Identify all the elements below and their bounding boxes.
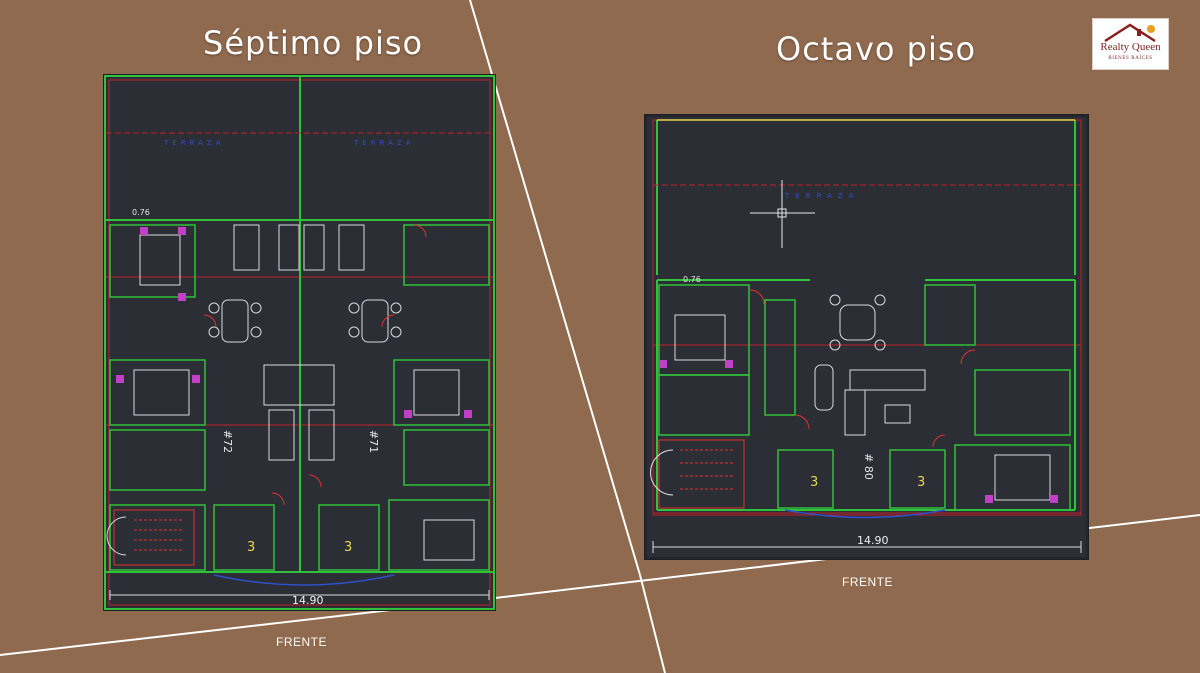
floor-plan-octavo: TERRAZA (645, 115, 1088, 559)
svg-text:TERRAZA: TERRAZA (163, 139, 225, 147)
title-octavo-piso: Octavo piso (776, 30, 977, 68)
dim-width-right: 14.90 (857, 534, 889, 547)
stair-label-b: 3 (917, 475, 926, 490)
caption-frente-right: FRENTE (842, 575, 893, 589)
dim-small-right: 0.76 (683, 275, 701, 284)
stair-label-b: 3 (344, 540, 353, 555)
unit-72-label: #72 (221, 429, 235, 454)
stair-label-a: 3 (810, 475, 819, 490)
dim-width-left: 14.90 (292, 594, 324, 607)
floor-plan-septimo: TERRAZA TERRAZA (104, 75, 495, 610)
house-roof-icon (1104, 23, 1156, 43)
unit-80-label: # 80 (861, 453, 875, 480)
logo-tagline: BIENES RAÍCES (1108, 56, 1153, 61)
caption-frente-left: FRENTE (276, 635, 327, 649)
dim-small-left: 0.76 (132, 208, 150, 217)
stair-label-a: 3 (247, 540, 256, 555)
title-septimo-piso: Séptimo piso (203, 24, 424, 62)
realty-queen-logo: Realty Queen BIENES RAÍCES (1092, 18, 1169, 70)
svg-text:TERRAZA: TERRAZA (353, 139, 415, 147)
svg-text:TERRAZA: TERRAZA (784, 192, 860, 200)
unit-71-label: #71 (367, 429, 381, 454)
logo-brand-name: Realty Queen (1100, 41, 1161, 53)
